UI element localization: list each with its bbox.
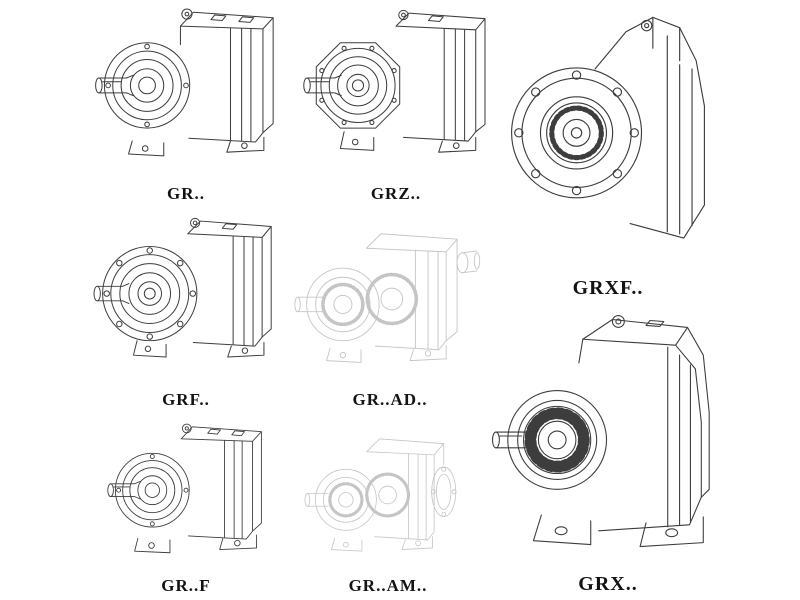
gearbox-drawing-grf [93, 217, 272, 358]
product-figure-grx: GRX.. [492, 302, 724, 598]
product-figure-grf: GRF.. [88, 212, 284, 414]
gearbox-drawing-gr [95, 8, 274, 157]
product-figure-gr-f: GR..F [88, 418, 284, 600]
gearbox-drawing-gr-am [304, 438, 457, 552]
product-label-grxf: GRXF.. [572, 276, 644, 299]
product-label-grx: GRX.. [578, 572, 638, 595]
product-label-gr: GR.. [167, 184, 205, 203]
gearbox-drawing-grz [303, 9, 486, 153]
gearbox-drawing-gr-f [107, 423, 262, 554]
gearbox-drawing-gr-ad [294, 233, 481, 363]
product-label-grz: GRZ.. [370, 184, 422, 203]
product-label-gr-am: GR..AM.. [348, 576, 428, 595]
product-figure-gr-ad: GR..AD.. [286, 212, 494, 414]
product-figure-grz: GRZ.. [298, 2, 494, 208]
gearbox-drawing-grxf [511, 16, 705, 239]
product-figure-grxf: GRXF.. [492, 2, 724, 302]
product-label-grf: GRF.. [162, 390, 210, 409]
product-figure-gr-am: GR..AM.. [286, 418, 490, 600]
gearbox-drawing-grx [492, 315, 710, 548]
product-figure-gr: GR.. [88, 2, 284, 208]
product-label-gr-f: GR..F [161, 576, 211, 595]
product-label-gr-ad: GR..AD.. [352, 390, 428, 409]
